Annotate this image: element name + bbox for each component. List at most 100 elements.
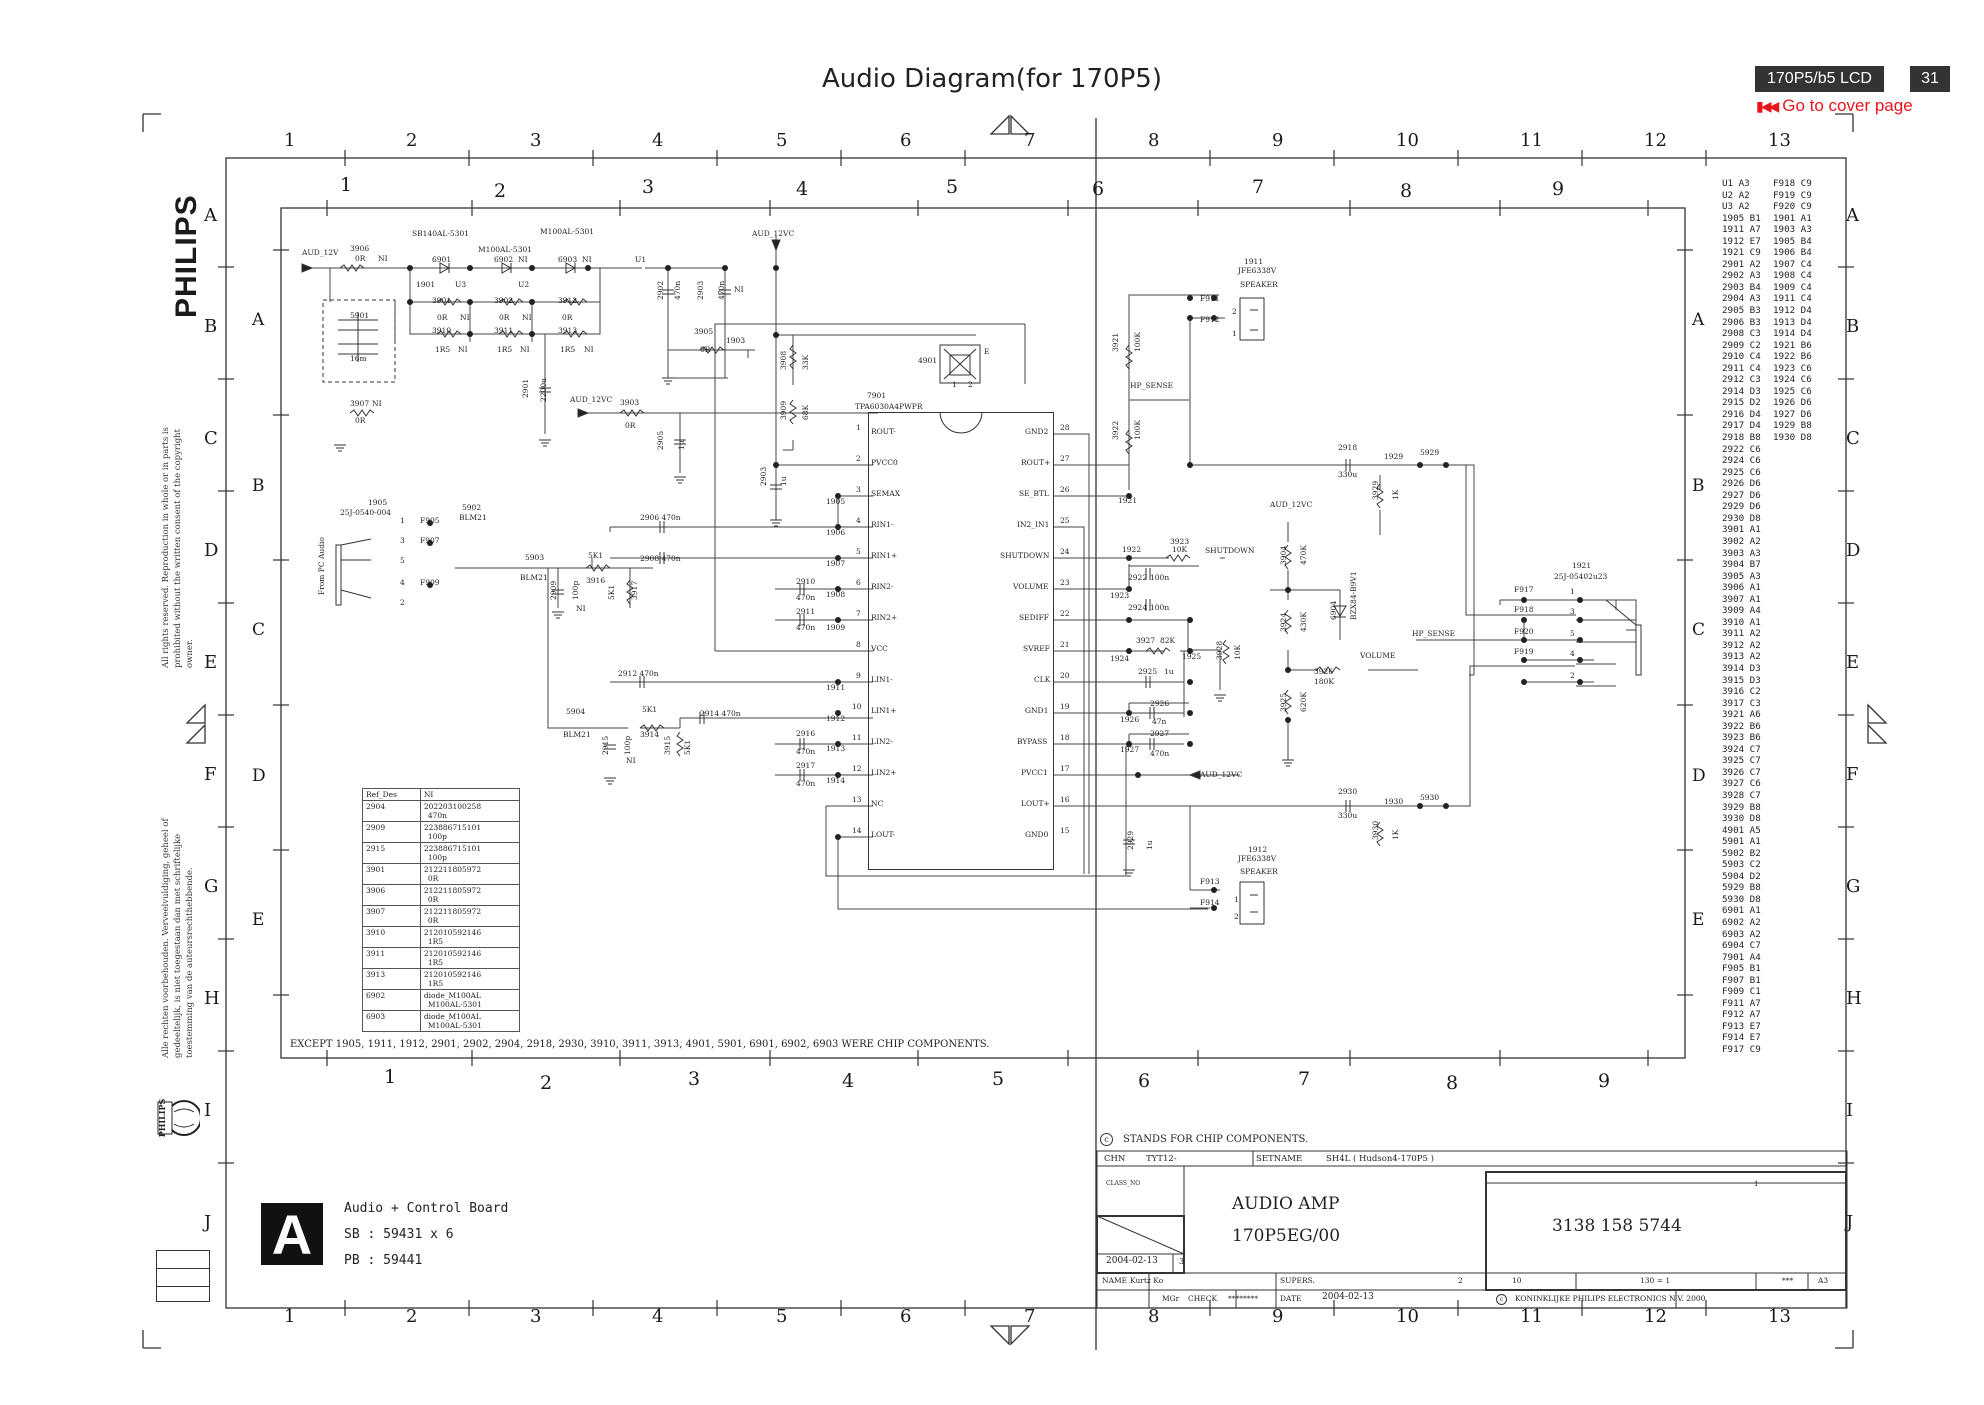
cap-h-4 [799,583,805,595]
junction-42 [1187,741,1193,747]
ni-table-header-cell: Ref_Des [362,788,421,801]
resistor-h-8 [619,409,645,417]
mgr-label: MGr [1162,1294,1180,1303]
schematic-label-240: F917 [1514,585,1534,594]
junction-22 [835,772,841,778]
junction-45 [1285,667,1291,673]
junction-40 [1187,679,1193,685]
schematic-label-5: M100AL-5301 [478,245,532,254]
resistor-h-6 [562,330,588,338]
wire-2 [469,302,533,342]
junction-35 [1211,315,1217,321]
schematic-label-134: 9 [856,671,861,680]
schematic-label-255: 1K [1391,829,1400,840]
check-label: CHECK [1188,1294,1218,1303]
junction-60 [427,540,433,546]
junction-31 [1187,315,1193,321]
resistor-v-8 [1284,689,1292,715]
schematic-label-249: 2 [1570,671,1575,680]
wire-25 [1054,564,1199,590]
schematic-label-183: HP_SENSE [1130,381,1173,390]
schematic-label-230: 3925 [1279,693,1288,712]
resistor-h2-0 [1165,554,1191,562]
go-to-cover-link[interactable]: ▮◀◀Go to cover page [1756,96,1913,116]
schematic-label-96: 2911 [796,607,815,616]
schematic-label-36: 3907 [350,399,369,408]
schematic-label-155: 24 [1060,547,1070,556]
junction-29 [1126,710,1132,716]
date-value: 2004-02-13 [1322,1292,1374,1302]
cap-h-7 [799,769,805,781]
junction-61 [427,582,433,588]
schematic-label-143: NC [871,799,884,808]
outer-col-top-9: 9 [1272,130,1284,151]
schematic-label-131: RIN2+ [871,613,897,622]
cap-h-0 [659,521,665,533]
resistor-h-11 [639,724,665,732]
junction-58 [1577,679,1583,685]
schematic-label-28: 1R5 [435,345,450,354]
junction-8 [529,299,535,305]
schematic-label-56: 3909 [779,401,788,420]
schematic-label-113: 470n [796,747,815,756]
ic-tpa6030-body [868,412,1054,870]
schematic-label-108: 100p [623,736,632,755]
ni-ref-cell: 3910 [362,926,421,948]
schematic-label-197: 82K [1160,636,1176,645]
schematic-label-233: 330u [1338,470,1357,479]
schematic-label-148: ROUT+ [1021,458,1050,467]
resistor-v-7 [1284,609,1292,635]
junction-9 [467,331,473,337]
junction-55 [1577,617,1583,623]
schematic-label-129: RIN2- [871,582,894,591]
schematic-label-62: E [984,347,989,356]
wire-11 [455,558,653,608]
transformer-5901-outline [322,299,396,383]
schematic-label-12: NI [582,255,592,264]
schematic-label-93: 2910 [796,577,815,586]
schematic-label-198: 1924 [1110,654,1129,663]
schematic-label-188: 3923 [1170,537,1189,546]
inner-col-bottom-7: 7 [1298,1068,1311,1090]
schematic-label-52: 2905 [656,431,665,450]
schematic-label-250: 2930 [1338,787,1357,796]
speaker-connector-1912-pins [1250,894,1258,913]
schematic-label-229: VOLUME [1359,651,1395,660]
junction-54 [1577,597,1583,603]
schematic-label-166: BYPASS [1017,737,1047,746]
ni-ref-cell: 6903 [362,1010,421,1032]
transformer-5901-coils [338,312,378,362]
outer-col-top-6: 6 [900,130,912,151]
schematic-label-173: 15 [1060,826,1070,835]
schematic-label-110: 3915 [663,736,672,755]
outer-row-right-A: A [1846,205,1859,226]
schematic-label-71: 1 [400,516,405,525]
cap-h-6 [799,738,805,750]
schematic-label-201: 10K [1233,644,1242,660]
schematic-label-26: 3911 [494,326,513,335]
schematic-label-185: 100K [1133,420,1142,440]
schematic-label-203: 1u [1164,667,1174,676]
outer-col-bottom-13: 13 [1768,1306,1791,1327]
schematic-label-145: LOUT- [871,830,895,839]
cap-v-4 [770,484,782,490]
ni-ref-cell: 2904 [362,800,421,822]
schematic-label-27: 3913 [558,326,577,335]
schematic-label-214: JFE6338V [1237,854,1277,863]
cap-h-1 [659,552,665,564]
schematic-label-53: 1u [677,440,686,450]
schematic-label-221: 3904 [1279,546,1288,565]
inner-row-right-D: D [1692,766,1706,786]
junction-37 [1211,905,1217,911]
cap-v-0 [662,289,674,295]
ground-9 [1282,759,1294,767]
stars: *** [1782,1276,1794,1285]
